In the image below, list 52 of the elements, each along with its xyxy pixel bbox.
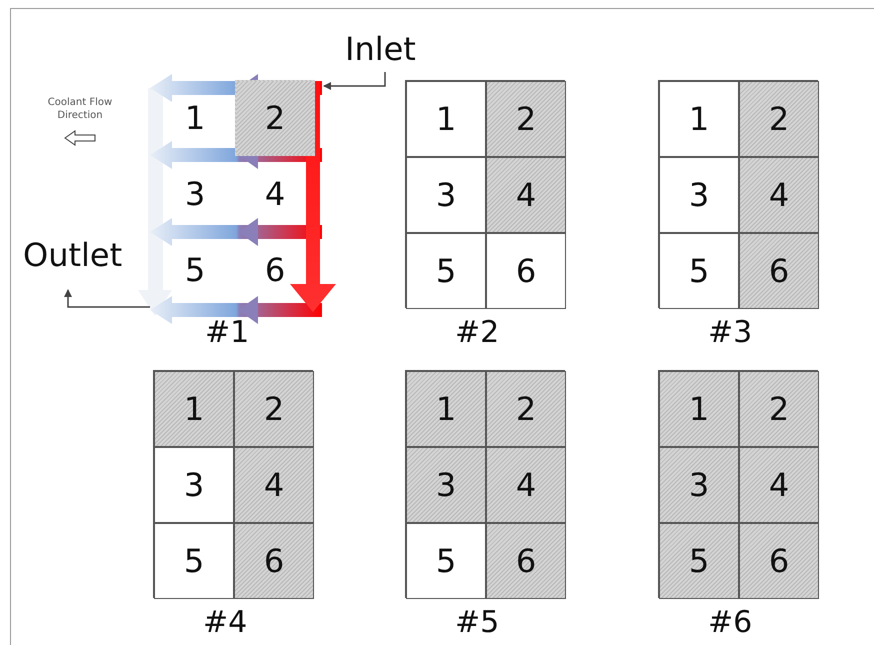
- shaded-cell: 6: [739, 523, 819, 599]
- shaded-cell: 3: [406, 447, 486, 523]
- shaded-cell: 4: [739, 157, 819, 233]
- shaded-cell: 2: [486, 371, 566, 447]
- shaded-cell: 1: [659, 371, 739, 447]
- battery-cell: 5: [155, 232, 235, 308]
- battery-cell: 5: [406, 233, 486, 309]
- cell-grid: [405, 80, 565, 308]
- grid-label: #3: [708, 315, 752, 350]
- grid-label: #4: [203, 605, 248, 640]
- flow-direction-note: Coolant Flow Direction: [46, 96, 114, 122]
- arrow: [323, 72, 386, 90]
- arrow: [64, 289, 150, 308]
- shaded-cell: 2: [234, 371, 314, 447]
- cell-grid: [658, 370, 818, 598]
- outlet-label: Outlet: [23, 236, 122, 274]
- battery-cell: 6: [486, 233, 566, 309]
- battery-cell: 3: [406, 157, 486, 233]
- grid-label: #2: [455, 315, 500, 350]
- battery-cell: 5: [154, 523, 234, 599]
- cell-grid: [658, 80, 818, 308]
- battery-cell: 1: [659, 81, 739, 157]
- battery-cell: 3: [154, 447, 234, 523]
- battery-cell: 6: [235, 232, 315, 308]
- grid-label: #5: [455, 605, 500, 640]
- shaded-cell: 2: [235, 80, 315, 156]
- shaded-cell: 6: [739, 233, 819, 309]
- shaded-cell: 2: [739, 371, 819, 447]
- battery-cell: 5: [406, 523, 486, 599]
- battery-cell: 5: [659, 233, 739, 309]
- grid-label: #6: [708, 605, 752, 640]
- shaded-cell: 4: [234, 447, 314, 523]
- shaded-cell: 6: [234, 523, 314, 599]
- shaded-cell: 4: [486, 157, 566, 233]
- shaded-cell: 5: [659, 523, 739, 599]
- inlet-label: Inlet: [345, 30, 416, 68]
- cell-grid: [405, 370, 565, 598]
- shaded-cell: 2: [739, 81, 819, 157]
- battery-cell: 3: [659, 157, 739, 233]
- shaded-cell: 4: [486, 447, 566, 523]
- battery-cell: 1: [155, 80, 235, 156]
- shaded-cell: 4: [739, 447, 819, 523]
- shaded-cell: 6: [486, 523, 566, 599]
- shaded-cell: 1: [406, 371, 486, 447]
- shaded-cell: 2: [486, 81, 566, 157]
- battery-cell: 1: [406, 81, 486, 157]
- battery-cell: 3: [155, 156, 235, 232]
- battery-cell: 4: [235, 156, 315, 232]
- shaded-cell: 1: [154, 371, 234, 447]
- cell-grid: [153, 370, 313, 598]
- grid-label: #1: [205, 315, 250, 350]
- shaded-cell: 3: [659, 447, 739, 523]
